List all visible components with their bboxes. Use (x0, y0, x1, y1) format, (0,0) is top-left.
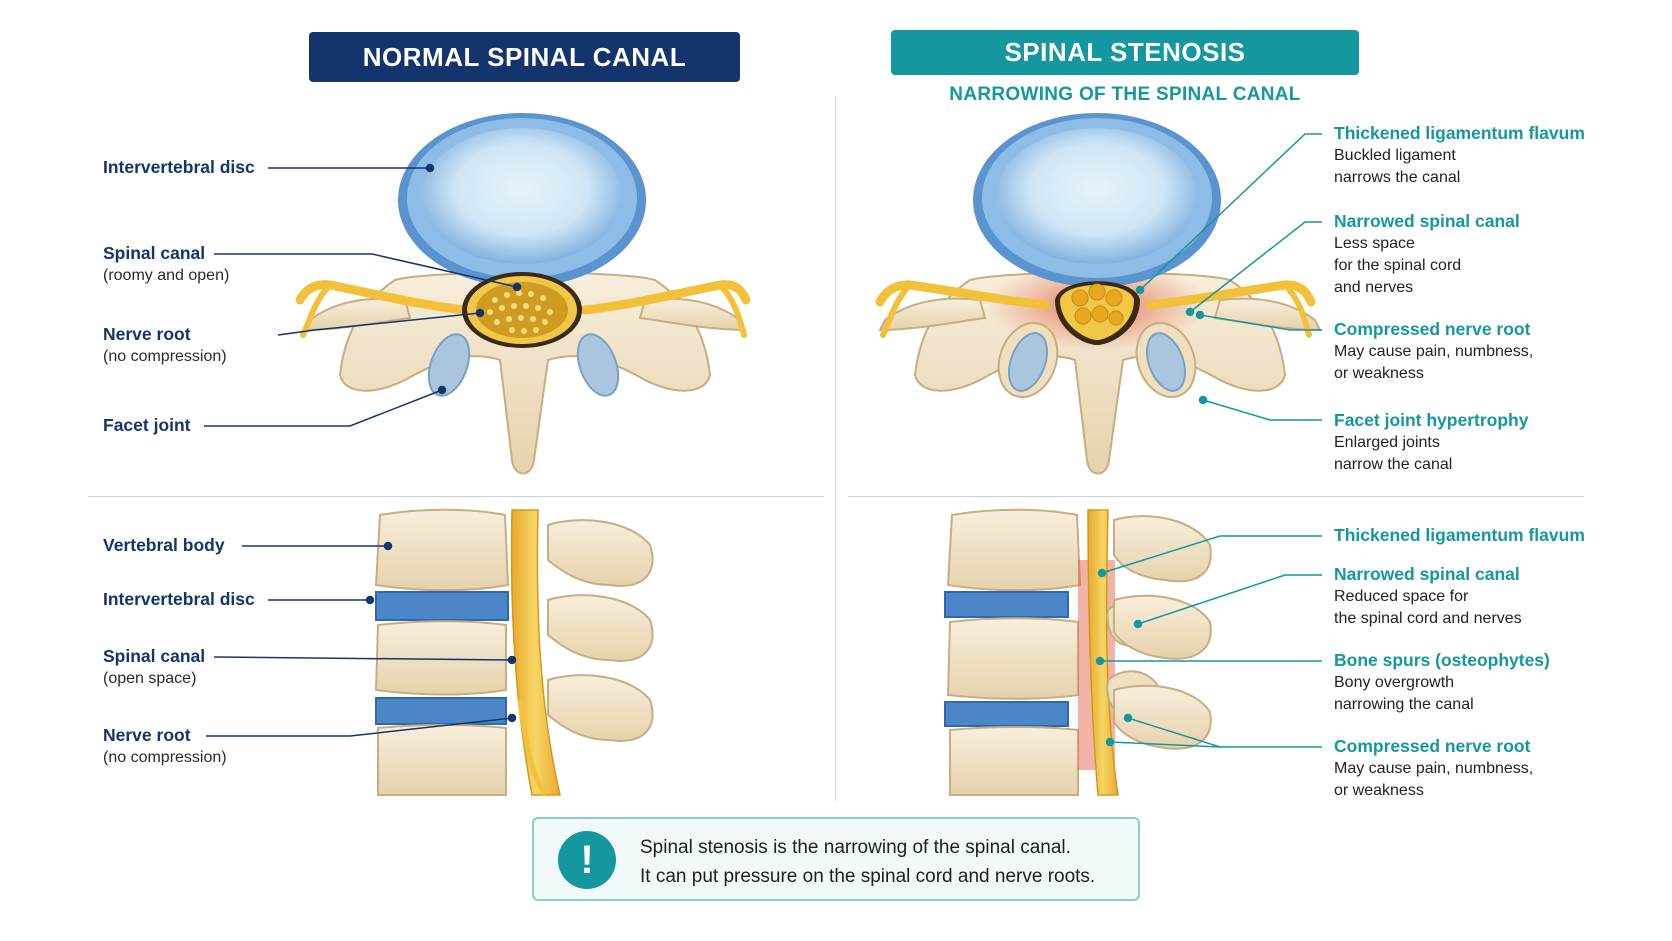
label-nerve-root-axial: Nerve root (no compression) (103, 324, 227, 365)
vertical-divider (835, 96, 836, 801)
label-spinal-canal-sagittal: Spinal canal (open space) (103, 646, 206, 687)
normal-axial-vertebra (295, 113, 751, 475)
label-nerve-root-sagittal: Nerve root (no compression) (103, 725, 227, 766)
exclamation-icon: ! (558, 831, 616, 889)
label-thickened-ligamentum-sagittal: Thickened ligamentum flavum (1334, 525, 1585, 545)
stenosis-title: SPINAL STENOSIS (891, 30, 1359, 75)
right-horizontal-divider (848, 496, 1584, 497)
stenosis-subtitle: NARROWING OF THE SPINAL CANAL (949, 84, 1301, 105)
label-narrowed-canal-axial: Narrowed spinal canal Less space for the… (1334, 211, 1520, 296)
label-narrowed-canal-sagittal: Narrowed spinal canal Reduced space for … (1334, 564, 1522, 627)
info-note-line-2: It can put pressure on the spinal cord a… (640, 866, 1096, 887)
right-leader-lines (1095, 133, 1322, 748)
info-note-line-1: Spinal stenosis is the narrowing of the … (640, 837, 1071, 858)
label-spinal-canal-axial: Spinal canal (roomy and open) (103, 243, 230, 284)
stenosis-axial-vertebra (875, 113, 1322, 475)
label-compressed-nerve-root-axial: Compressed nerve root May cause pain, nu… (1334, 319, 1534, 382)
left-horizontal-divider (88, 496, 824, 497)
info-note-box: ! Spinal stenosis is the narrowing of th… (532, 817, 1140, 901)
stenosis-sagittal-spine (944, 508, 1212, 796)
label-thickened-ligamentum-axial: Thickened ligamentum flavum Buckled liga… (1334, 123, 1585, 186)
label-facet-hypertrophy: Facet joint hypertrophy Enlarged joints … (1334, 410, 1529, 473)
info-note-text: Spinal stenosis is the narrowing of the … (640, 833, 1095, 891)
label-bone-spurs: Bone spurs (osteophytes) Bony overgrowth… (1334, 650, 1550, 713)
label-facet-joint: Facet joint (103, 415, 191, 435)
label-intervertebral-disc-axial: Intervertebral disc (103, 157, 255, 177)
label-compressed-nerve-root-sagittal: Compressed nerve root May cause pain, nu… (1334, 736, 1534, 799)
label-intervertebral-disc-sagittal: Intervertebral disc (103, 589, 255, 609)
normal-canal-title: NORMAL SPINAL CANAL (309, 32, 740, 82)
label-vertebral-body: Vertebral body (103, 535, 225, 555)
normal-sagittal-spine (374, 508, 654, 797)
left-leader-lines (204, 163, 522, 737)
